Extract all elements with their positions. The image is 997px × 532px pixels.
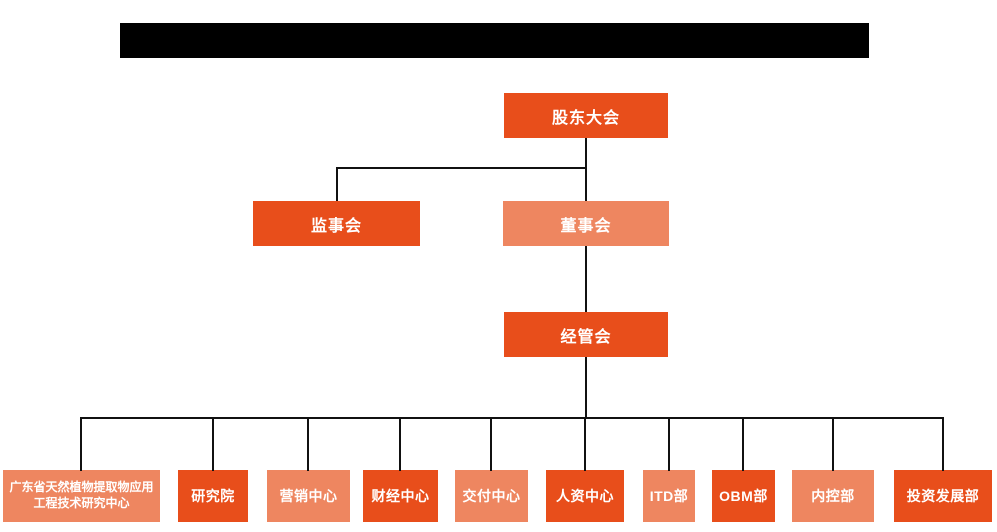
node-label: 人资中心 [556,488,614,504]
org-node-delivery-center: 交付中心 [455,470,528,522]
org-node-shareholders-meeting: 股东大会 [504,93,668,138]
org-node-obm-dept: OBM部 [712,470,775,522]
node-label: 投资发展部 [906,488,980,504]
node-label: 经管会 [560,328,612,346]
node-label: 股东大会 [551,109,620,127]
node-label: 营销中心 [279,488,338,504]
org-node-investment-development-dept: 投资发展部 [894,470,992,522]
node-label: 董事会 [560,217,612,235]
connector-line [585,357,587,418]
connector-line [490,417,492,471]
org-node-research-institute: 研究院 [178,470,248,522]
connector-line [584,417,586,471]
org-node-finance-center: 财经中心 [363,470,438,522]
node-label: ITD部 [649,488,689,504]
connector-line [668,417,670,471]
node-label: OBM部 [719,488,768,504]
connector-line [80,417,944,419]
org-node-itd-dept: ITD部 [643,470,695,522]
connector-line [336,167,586,169]
connector-line [832,417,834,471]
org-node-guangdong-plant-extract-research-center: 广东省天然植物提取物应用工程技术研究中心 [3,470,160,522]
node-label: 内控部 [811,488,855,504]
node-label: 研究院 [191,488,235,504]
node-label: 财经中心 [371,488,430,504]
connector-line [742,417,744,471]
connector-line [212,417,214,471]
org-node-internal-control-dept: 内控部 [792,470,874,522]
org-node-board-of-directors: 董事会 [503,201,669,246]
connector-line [399,417,401,471]
node-label: 广东省天然植物提取物应用工程技术研究中心 [9,480,154,510]
connector-line [307,417,309,471]
node-label: 监事会 [310,217,362,235]
node-label: 交付中心 [462,488,521,504]
connector-line [942,417,944,471]
org-node-hr-center: 人资中心 [546,470,624,522]
connector-line [585,138,587,201]
org-node-management-committee: 经管会 [504,312,668,357]
org-node-supervisory-board: 监事会 [253,201,420,246]
connector-line [336,167,338,201]
connector-line [585,246,587,312]
blacked-out-title-bar [120,23,869,58]
connector-line [80,417,82,471]
org-node-marketing-center: 营销中心 [267,470,350,522]
